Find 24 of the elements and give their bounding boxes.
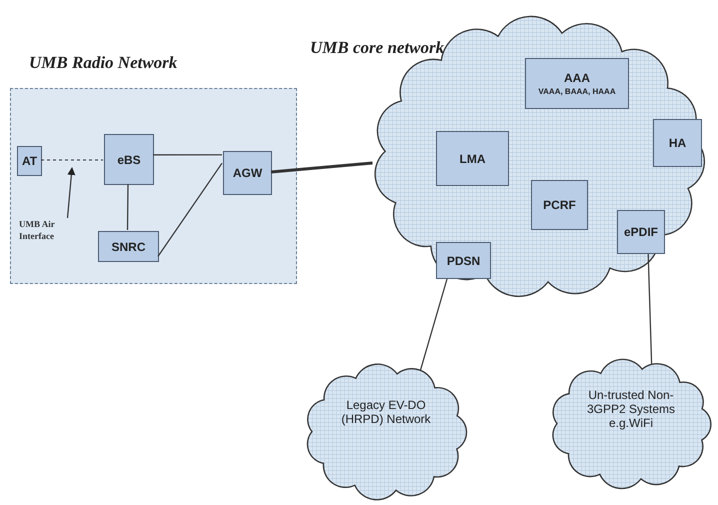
- network-title: UMB core network: [310, 38, 444, 58]
- network-element-box: AGW: [223, 151, 272, 195]
- network-element-box: PDSN: [436, 242, 491, 279]
- connector-line: [648, 254, 652, 364]
- network-element-box: ePDIF: [617, 210, 665, 254]
- network-element-box: SNRC: [98, 231, 159, 262]
- element-subtitle: VAAA, BAAA, HAAA: [538, 88, 616, 96]
- network-element-box: [525, 58, 629, 109]
- network-label: Legacy EV-DO (HRPD) Network: [340, 398, 432, 426]
- network-element-box: PCRF: [531, 180, 588, 230]
- network-element-box: HA: [653, 119, 702, 167]
- element-label: AAA: [564, 70, 590, 85]
- network-element-box: LMA: [436, 131, 509, 186]
- network-label: Un-trusted Non-3GPP2 Systems e.g.WiFi: [586, 388, 676, 430]
- connector-line: [153, 154, 222, 156]
- leader-arrow: [66, 167, 76, 218]
- connector-line: [420, 278, 448, 371]
- region-title: UMB Radio Network: [29, 53, 178, 73]
- interface-label: UMB Air Interface: [19, 219, 85, 245]
- network-element-box: AT: [17, 146, 42, 176]
- connector-line: [126, 184, 129, 230]
- connector-line: [270, 162, 373, 174]
- network-element-box: eBS: [104, 134, 154, 185]
- connector-line: [158, 162, 222, 257]
